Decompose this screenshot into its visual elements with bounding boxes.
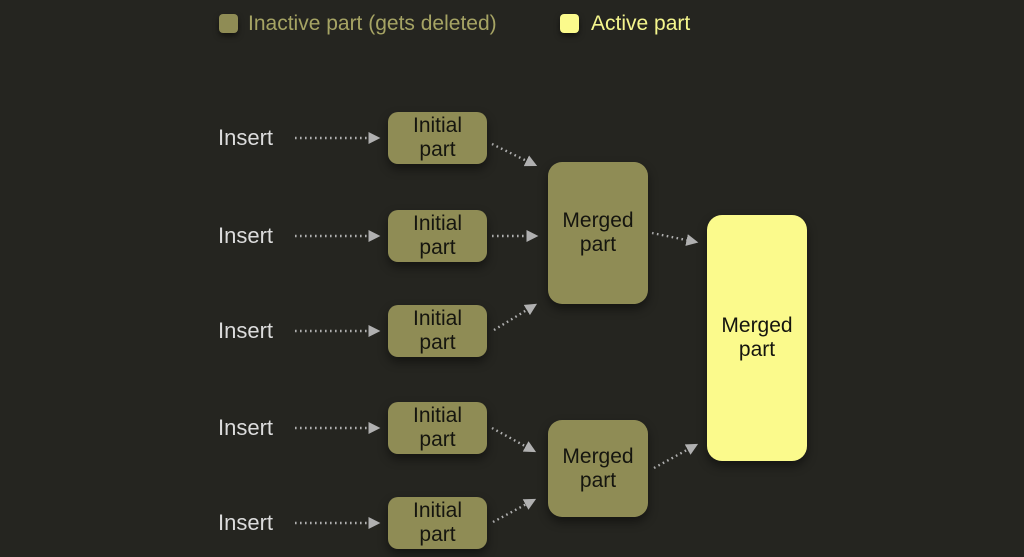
merged-part-box-2: Merged part xyxy=(548,420,648,517)
initial-part-label: Initial part xyxy=(412,212,463,259)
initial-part-label: Initial part xyxy=(412,499,463,546)
insert-label-3: Insert xyxy=(218,318,274,343)
initial-part-box-3: Initial part xyxy=(388,305,487,357)
arrow-merged1-to-final xyxy=(651,231,699,246)
initial-part-label: Initial part xyxy=(412,114,463,161)
initial-part-box-4: Initial part xyxy=(388,402,487,454)
merged-part-label: Merged part xyxy=(562,209,634,256)
arrow-initial5-to-merged2 xyxy=(492,498,537,524)
insert-label-1: Insert xyxy=(218,125,274,150)
merged-part-label: Merged part xyxy=(562,444,634,492)
merged-part-box-final-active: Merged part xyxy=(707,215,807,461)
arrow-initial3-to-merged1 xyxy=(493,303,538,332)
initial-part-label: Initial part xyxy=(412,307,463,354)
initial-part-label: Initial part xyxy=(412,404,463,451)
arrow-initial4-to-merged2 xyxy=(491,426,537,453)
insert-label-5: Insert xyxy=(218,510,274,535)
merged-part-label: Merged part xyxy=(721,314,793,361)
arrow-initial1-to-merged1 xyxy=(491,142,538,167)
legend-swatch-inactive-icon xyxy=(219,14,238,33)
arrow-merged2-to-final xyxy=(653,443,699,470)
merged-part-box-1: Merged part xyxy=(548,162,648,304)
legend-label-inactive: Inactive part (gets deleted) xyxy=(248,12,497,35)
insert-label-4: Insert xyxy=(218,415,274,440)
legend-label-active: Active part xyxy=(591,12,691,35)
legend-swatch-active-icon xyxy=(560,14,579,33)
initial-part-box-2: Initial part xyxy=(388,210,487,262)
insert-label-2: Insert xyxy=(218,223,274,248)
initial-part-box-5: Initial part xyxy=(388,497,487,549)
initial-part-box-1: Initial part xyxy=(388,112,487,164)
